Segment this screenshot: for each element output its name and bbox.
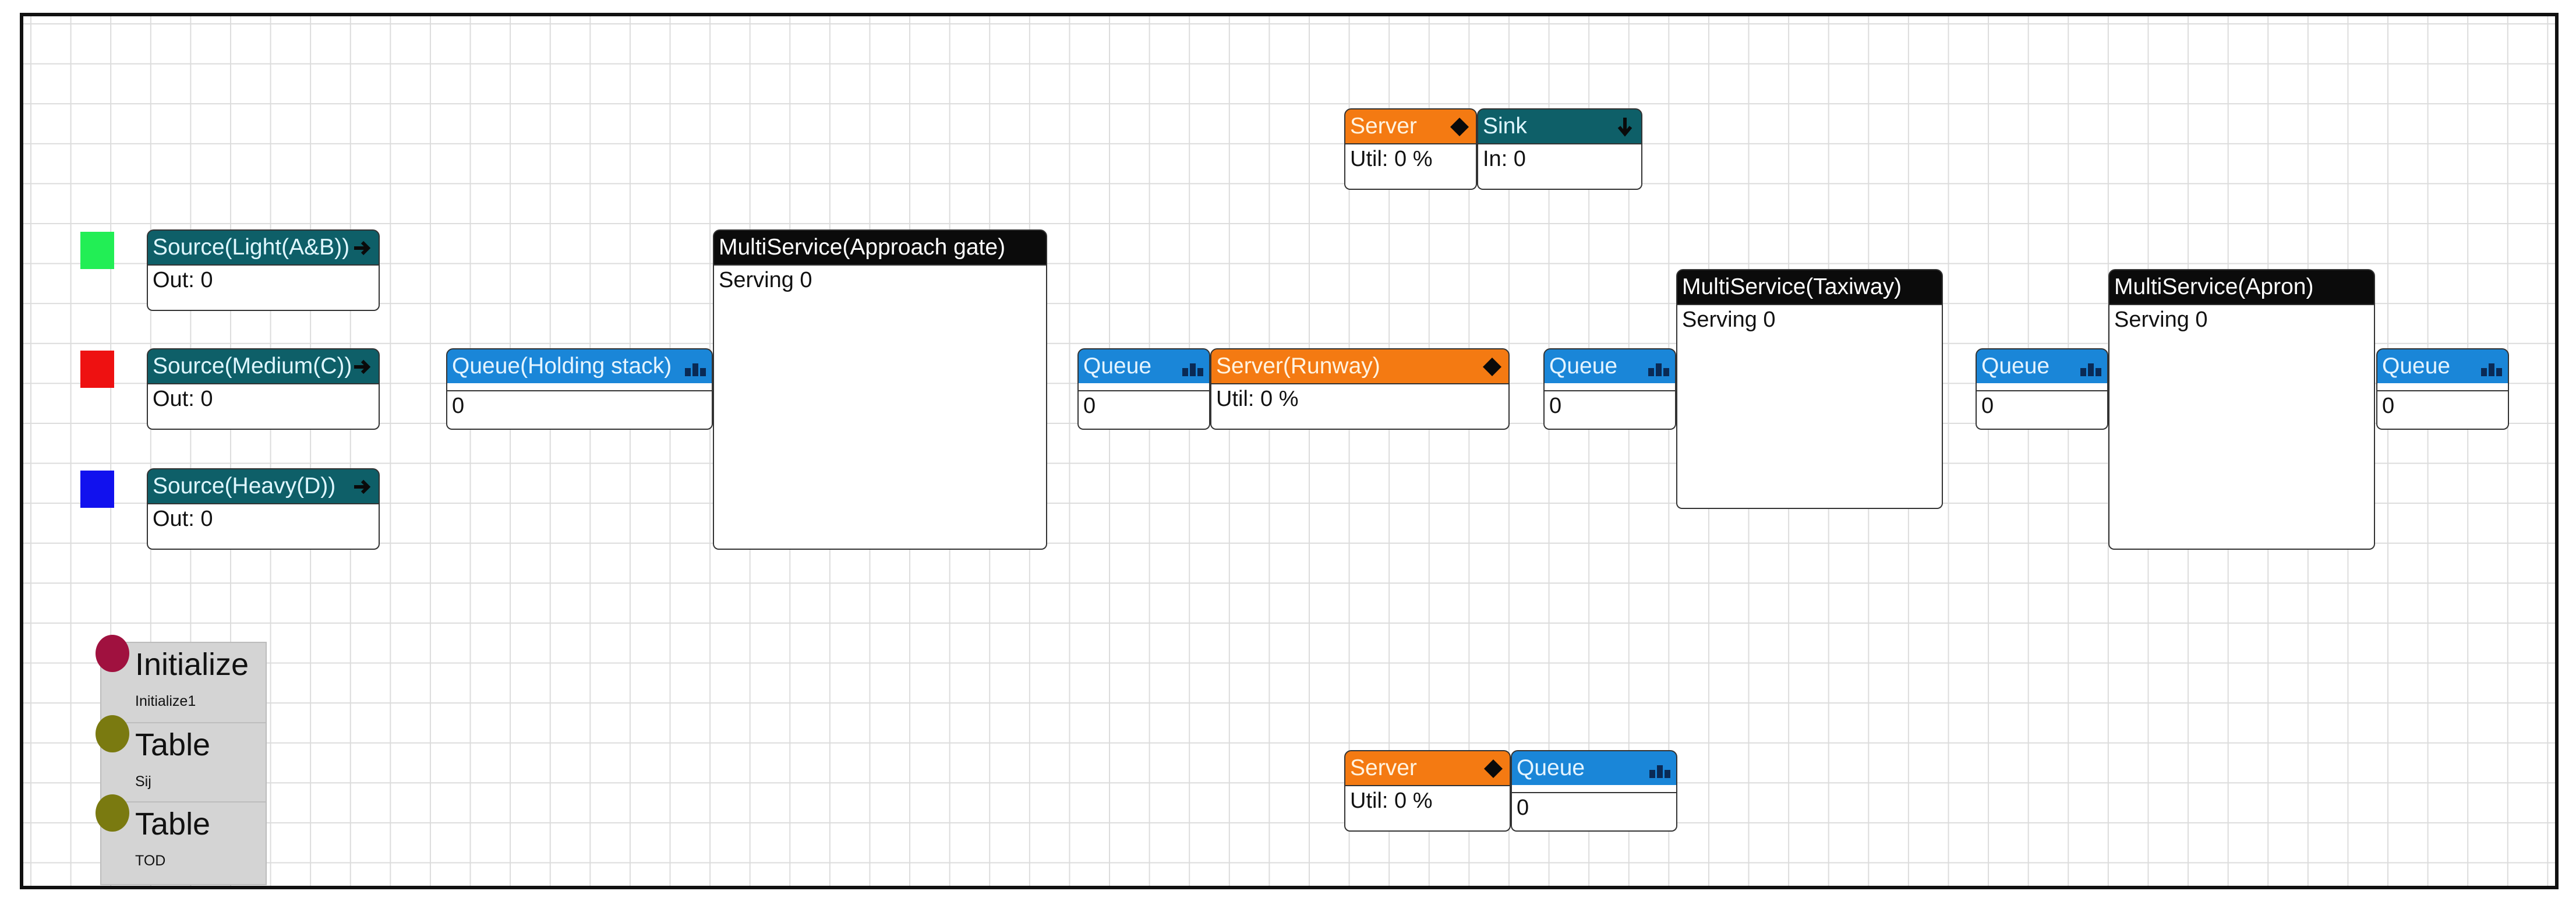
initialize-id: Initialize1 bbox=[135, 693, 196, 709]
server-runway-block[interactable]: Server(Runway) Util: 0 % bbox=[1210, 348, 1510, 430]
queue-4-title: Queue bbox=[2382, 353, 2451, 379]
source-heavy-color-swatch bbox=[80, 471, 114, 508]
table-sij-block[interactable]: Table Sij bbox=[96, 715, 266, 801]
multiservice-apron-block[interactable]: MultiService(Apron) Serving 0 bbox=[2108, 269, 2375, 550]
source-light-output: Out: 0 bbox=[147, 266, 380, 311]
multiservice-approach-title: MultiService(Approach gate) bbox=[719, 235, 1006, 260]
arrow-right-icon bbox=[354, 359, 371, 374]
queue-3-title: Queue bbox=[1981, 353, 2050, 379]
queue-2-count: 0 bbox=[1543, 391, 1676, 430]
source-medium-title: Source(Medium(C)) bbox=[153, 353, 352, 379]
server-top-block[interactable]: Server Util: 0 % bbox=[1344, 108, 1477, 190]
multiservice-taxiway-serving: Serving 0 bbox=[1676, 305, 1943, 509]
queue-holding-count: 0 bbox=[446, 391, 713, 430]
queue-3-count: 0 bbox=[1976, 391, 2108, 430]
source-light-title: Source(Light(A&B)) bbox=[153, 235, 350, 260]
multiservice-apron-title: MultiService(Apron) bbox=[2114, 274, 2314, 299]
queue-icon bbox=[2481, 363, 2502, 376]
multiservice-approach-gate-block[interactable]: MultiService(Approach gate) Serving 0 bbox=[713, 229, 1047, 550]
sink-block[interactable]: Sink In: 0 bbox=[1477, 108, 1642, 190]
multiservice-taxiway-title: MultiService(Taxiway) bbox=[1682, 274, 1902, 299]
multiservice-approach-serving: Serving 0 bbox=[713, 266, 1047, 550]
queue-holding-stack-block[interactable]: Queue(Holding stack) 0 bbox=[446, 348, 713, 430]
table-sij-id: Sij bbox=[135, 773, 151, 790]
model-canvas[interactable]: Source(Light(A&B)) Out: 0 Source(Medium(… bbox=[20, 13, 2559, 889]
table-tod-block[interactable]: Table TOD bbox=[96, 794, 266, 881]
table-dot-icon bbox=[96, 794, 129, 832]
queue-1-title: Queue bbox=[1083, 353, 1152, 379]
source-light-color-swatch bbox=[80, 232, 114, 269]
source-medium-color-swatch bbox=[80, 351, 114, 388]
table-sij-label: Table bbox=[135, 727, 211, 762]
queue-4-count: 0 bbox=[2376, 391, 2509, 430]
table-tod-label: Table bbox=[135, 807, 211, 842]
arrow-right-icon bbox=[354, 479, 371, 494]
server-bottom-utilization: Util: 0 % bbox=[1344, 786, 1511, 832]
queue-2-title: Queue bbox=[1549, 353, 1618, 379]
source-medium-output: Out: 0 bbox=[147, 384, 380, 430]
arrow-right-icon bbox=[354, 241, 371, 256]
queue-after-runway-block[interactable]: Queue 0 bbox=[1543, 348, 1676, 430]
server-bottom-block[interactable]: Server Util: 0 % bbox=[1344, 750, 1511, 832]
queue-icon bbox=[1648, 363, 1669, 376]
utility-blocks-panel: Initialize Initialize1 Table Sij Table T… bbox=[96, 635, 267, 885]
queue-bottom-title: Queue bbox=[1517, 755, 1585, 780]
source-heavy-output: Out: 0 bbox=[147, 504, 380, 550]
diamond-icon bbox=[1450, 118, 1469, 136]
queue-icon bbox=[2080, 363, 2101, 376]
server-runway-title: Server(Runway) bbox=[1216, 353, 1380, 379]
table-dot-icon bbox=[96, 715, 129, 752]
sink-input-count: In: 0 bbox=[1477, 144, 1642, 190]
source-light-block[interactable]: Source(Light(A&B)) Out: 0 bbox=[147, 229, 380, 311]
source-medium-block[interactable]: Source(Medium(C)) Out: 0 bbox=[147, 348, 380, 430]
multiservice-taxiway-block[interactable]: MultiService(Taxiway) Serving 0 bbox=[1676, 269, 1943, 509]
queue-after-approach-block[interactable]: Queue 0 bbox=[1077, 348, 1210, 430]
diamond-icon bbox=[1484, 759, 1503, 778]
server-bottom-title: Server bbox=[1350, 755, 1417, 780]
server-top-utilization: Util: 0 % bbox=[1344, 144, 1477, 190]
diamond-icon bbox=[1483, 358, 1501, 376]
server-top-title: Server bbox=[1350, 114, 1417, 139]
queue-bottom-count: 0 bbox=[1511, 793, 1677, 832]
initialize-block[interactable]: Initialize Initialize1 bbox=[96, 635, 266, 722]
initialize-label: Initialize bbox=[135, 647, 249, 682]
queue-holding-title: Queue(Holding stack) bbox=[452, 353, 672, 379]
queue-icon bbox=[685, 363, 706, 376]
arrow-down-icon bbox=[1617, 118, 1632, 137]
queue-1-count: 0 bbox=[1077, 391, 1210, 430]
source-heavy-title: Source(Heavy(D)) bbox=[153, 473, 336, 499]
source-heavy-block[interactable]: Source(Heavy(D)) Out: 0 bbox=[147, 468, 380, 550]
initialize-dot-icon bbox=[96, 635, 129, 672]
table-tod-id: TOD bbox=[135, 853, 166, 869]
queue-bottom-block[interactable]: Queue 0 bbox=[1511, 750, 1677, 832]
multiservice-apron-serving: Serving 0 bbox=[2108, 305, 2375, 550]
queue-after-apron-block[interactable]: Queue 0 bbox=[2376, 348, 2509, 430]
queue-icon bbox=[1182, 363, 1203, 376]
server-runway-utilization: Util: 0 % bbox=[1210, 384, 1510, 430]
sink-title: Sink bbox=[1483, 114, 1527, 139]
queue-after-taxiway-block[interactable]: Queue 0 bbox=[1976, 348, 2108, 430]
queue-icon bbox=[1649, 765, 1670, 778]
